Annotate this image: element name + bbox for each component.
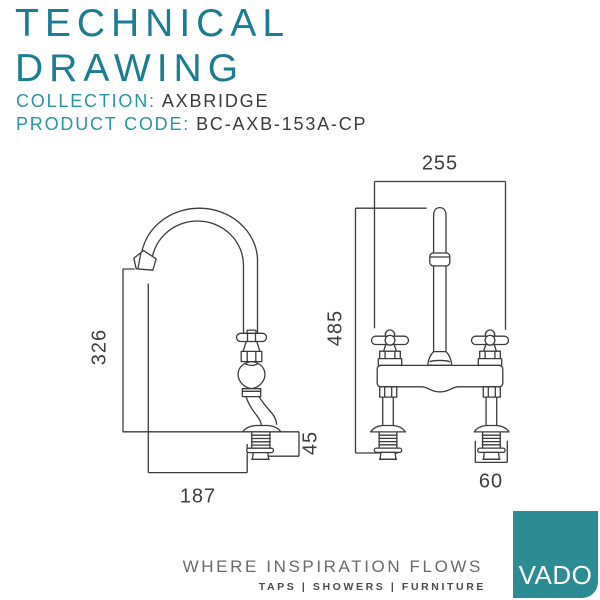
spout-column	[432, 265, 447, 352]
spout-column-top	[432, 206, 447, 253]
dimension-label-deck-fixing: 45	[299, 430, 322, 456]
hex-collar	[240, 350, 263, 363]
leg-flange	[369, 424, 407, 433]
leg-nut	[379, 386, 398, 398]
spout-skirt	[427, 350, 453, 366]
right-leg	[473, 386, 510, 460]
brand-tagline: WHERE INSPIRATION FLOWS	[182, 557, 483, 576]
right-handle	[470, 329, 510, 367]
dimension-label-height: 485	[324, 309, 347, 347]
handle-collar-facets	[384, 351, 396, 359]
handle-hub	[384, 334, 396, 346]
product-code-value: BC-AXB-153A-CP	[196, 114, 368, 134]
nozzle-band	[137, 252, 142, 269]
spout-inner	[150, 220, 245, 334]
collection-value: AXBRIDGE	[161, 91, 270, 111]
handle-hub	[484, 334, 496, 346]
leg-nut	[482, 386, 501, 398]
leg-nut-facets	[384, 386, 393, 398]
dim-326-line	[122, 268, 135, 432]
page-title-line2: DRAWING	[15, 47, 245, 90]
leg-stem	[481, 431, 501, 449]
dim-255-line	[373, 180, 507, 330]
dimension-label-width: 255	[421, 152, 459, 175]
handle-cap	[246, 329, 257, 334]
dimension-label-reach: 187	[179, 485, 217, 508]
leg-end-nut	[482, 451, 500, 460]
handle-collar	[479, 350, 501, 360]
dimension-label-base: 60	[478, 470, 504, 493]
stem-nut	[251, 451, 270, 461]
dim-187-line	[147, 283, 248, 474]
handle-collar	[379, 350, 401, 360]
dim-60-bracket	[474, 440, 508, 464]
leg-tube	[382, 397, 394, 426]
leg-flange	[473, 424, 510, 433]
dimension-label-spout-height: 326	[88, 328, 111, 366]
hex-facets	[246, 351, 257, 362]
leg-end-nut	[379, 451, 397, 460]
leg-threads	[378, 434, 398, 446]
handle-collar-facets	[484, 351, 496, 359]
collection-row: COLLECTION:AXBRIDGE	[16, 90, 269, 112]
brand-categories: TAPS | SHOWERS | FURNITURE	[258, 581, 486, 593]
spout-outer	[140, 207, 259, 334]
leg-tube	[485, 397, 498, 426]
left-leg	[369, 386, 407, 460]
leg-threads	[481, 434, 502, 446]
side-view-drawing	[122, 207, 300, 474]
spout-nozzle	[133, 249, 157, 271]
collection-label: COLLECTION:	[16, 91, 156, 111]
left-handle	[370, 329, 410, 367]
spout-collar	[429, 252, 451, 267]
product-code-label: PRODUCT CODE:	[16, 114, 191, 134]
leg-inner	[245, 396, 263, 426]
spout-skirt-line	[429, 359, 451, 363]
handle-stem	[382, 344, 398, 352]
product-code-row: PRODUCT CODE:BC-AXB-153A-CP	[16, 113, 367, 135]
handle-hub	[246, 333, 257, 342]
handle-stem	[242, 341, 261, 352]
lantern-neck	[244, 363, 259, 366]
vado-logo-text: VADO	[518, 560, 593, 590]
stem-washer	[246, 447, 275, 454]
handle-collar-skirt	[377, 357, 403, 367]
page-title-line1: TECHNICAL	[15, 2, 291, 45]
leg-nut-facets	[487, 386, 496, 398]
leg-outer	[258, 396, 278, 425]
base-flange	[242, 424, 282, 433]
handle-collar-skirt	[477, 357, 503, 367]
leg-stem	[378, 431, 398, 449]
vado-logo: VADO	[513, 511, 598, 598]
front-view-drawing	[354, 180, 510, 464]
handle-bar	[235, 332, 268, 343]
handle-stem	[482, 344, 498, 352]
collar-ring	[241, 388, 262, 398]
stem-threads	[250, 434, 271, 446]
